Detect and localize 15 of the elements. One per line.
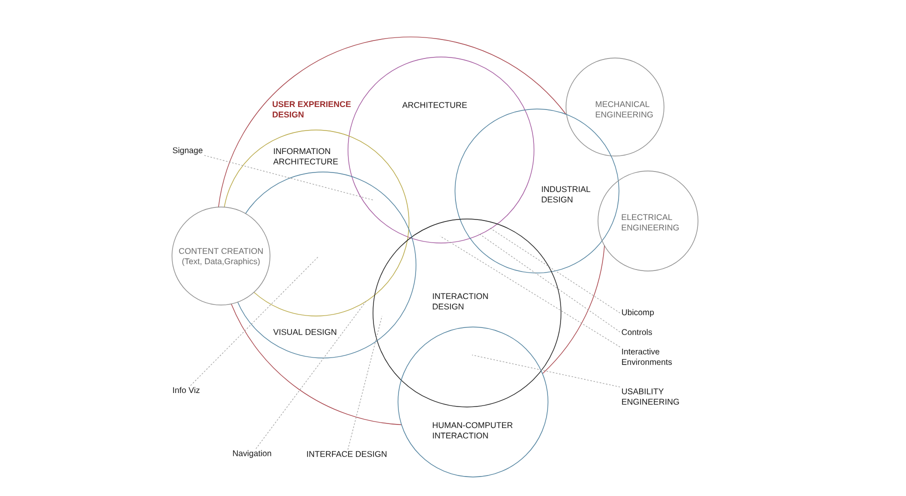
- leader-line: [490, 228, 620, 314]
- callout-label: Ubicomp: [622, 309, 654, 317]
- leader-line: [204, 155, 374, 200]
- leader-line: [256, 300, 368, 450]
- callout-label: Info Viz: [173, 386, 200, 394]
- callout-label: Signage: [172, 147, 202, 155]
- callout-label: INTERFACE DESIGN: [307, 451, 386, 457]
- leader-line: [190, 256, 318, 386]
- leader-line: [440, 236, 620, 348]
- leader-line: [348, 316, 382, 450]
- callout-label: Navigation: [233, 450, 272, 458]
- callout-label: Interactive Environments: [622, 348, 672, 365]
- callout-label: Controls: [622, 328, 652, 336]
- leader-line: [478, 232, 620, 332]
- callout-label: USABILITY ENGINEERING: [622, 388, 679, 405]
